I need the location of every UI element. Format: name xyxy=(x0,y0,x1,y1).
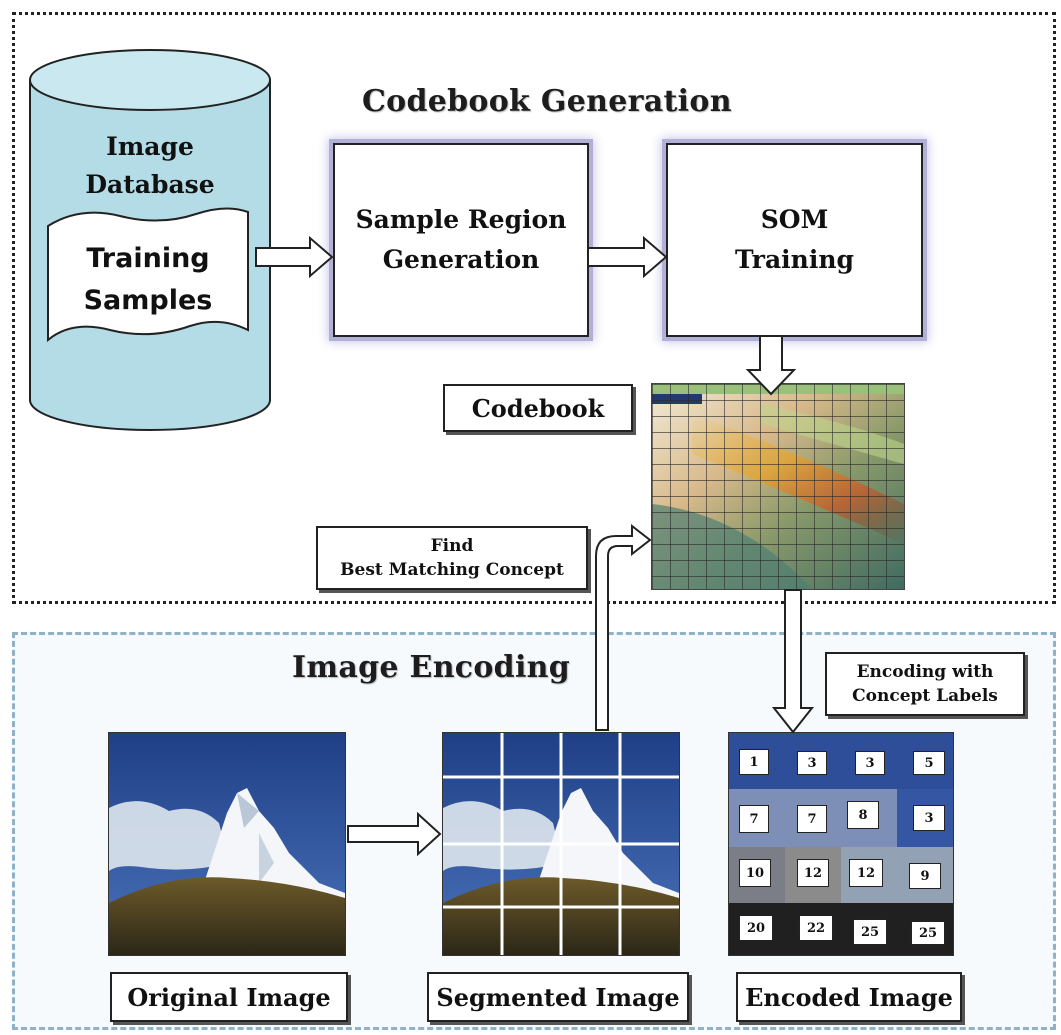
database-title-line1: Image xyxy=(106,132,194,161)
encoded-cell: 3 xyxy=(855,751,885,775)
som-line2: Training xyxy=(735,245,854,274)
encoded-cell: 5 xyxy=(913,751,945,775)
encoded-cell: 25 xyxy=(853,919,887,945)
segmented-image-label: Segmented Image xyxy=(427,972,689,1022)
segmented-image-photo xyxy=(442,732,680,956)
block-arrow-icon xyxy=(347,811,442,857)
training-samples-line1: Training xyxy=(86,243,210,274)
encoded-cell: 7 xyxy=(797,805,827,833)
som-training-box: SOM Training xyxy=(666,143,923,337)
encoding-line1: Encoding with xyxy=(856,662,994,682)
block-arrow-icon xyxy=(745,335,797,396)
find-line1: Find xyxy=(430,536,474,556)
encoding-with-labels-label: Encoding with Concept Labels xyxy=(825,652,1025,716)
encoded-cell: 3 xyxy=(913,805,945,831)
encoded-cell: 22 xyxy=(799,915,833,941)
encoded-cell: 3 xyxy=(797,751,827,775)
codebook-generation-title: Codebook Generation xyxy=(362,84,732,119)
training-samples-label: Training Samples xyxy=(48,238,248,322)
encoded-cell: 12 xyxy=(797,859,829,887)
block-arrow-icon xyxy=(595,523,652,731)
encoded-image-panel: 1 3 3 5 7 7 8 3 10 12 12 9 20 22 25 25 xyxy=(728,732,954,956)
encoded-cell: 7 xyxy=(739,805,769,833)
document-icon xyxy=(47,207,249,343)
training-samples-line2: Samples xyxy=(83,285,213,316)
original-image-photo xyxy=(108,732,346,956)
sample-region-line2: Generation xyxy=(382,245,540,274)
block-arrow-icon xyxy=(587,235,668,279)
encoded-cell: 12 xyxy=(849,859,883,887)
database-title: Image Database xyxy=(40,128,260,204)
codebook-generation-region xyxy=(12,12,1056,604)
sample-region-generation-box: Sample Region Generation xyxy=(333,143,589,337)
encoded-cell: 20 xyxy=(739,915,773,941)
som-line1: SOM xyxy=(760,205,829,234)
image-encoding-title: Image Encoding xyxy=(292,650,571,685)
encoded-cell: 1 xyxy=(739,749,769,775)
find-line2: Best Matching Concept xyxy=(340,560,564,580)
block-arrow-icon xyxy=(771,589,815,734)
codebook-label: Codebook xyxy=(443,384,633,432)
original-image-label: Original Image xyxy=(110,972,348,1022)
database-title-line2: Database xyxy=(85,170,215,199)
encoded-cell: 8 xyxy=(847,801,879,829)
encoded-cell: 9 xyxy=(909,863,941,889)
encoded-image-label: Encoded Image xyxy=(736,972,962,1022)
sample-region-line1: Sample Region xyxy=(355,205,567,234)
block-arrow-icon xyxy=(255,235,334,279)
encoding-line2: Concept Labels xyxy=(852,686,998,706)
encoded-cell: 25 xyxy=(911,921,945,945)
encoded-cell: 10 xyxy=(739,859,771,887)
find-best-matching-label: Find Best Matching Concept xyxy=(316,526,588,590)
